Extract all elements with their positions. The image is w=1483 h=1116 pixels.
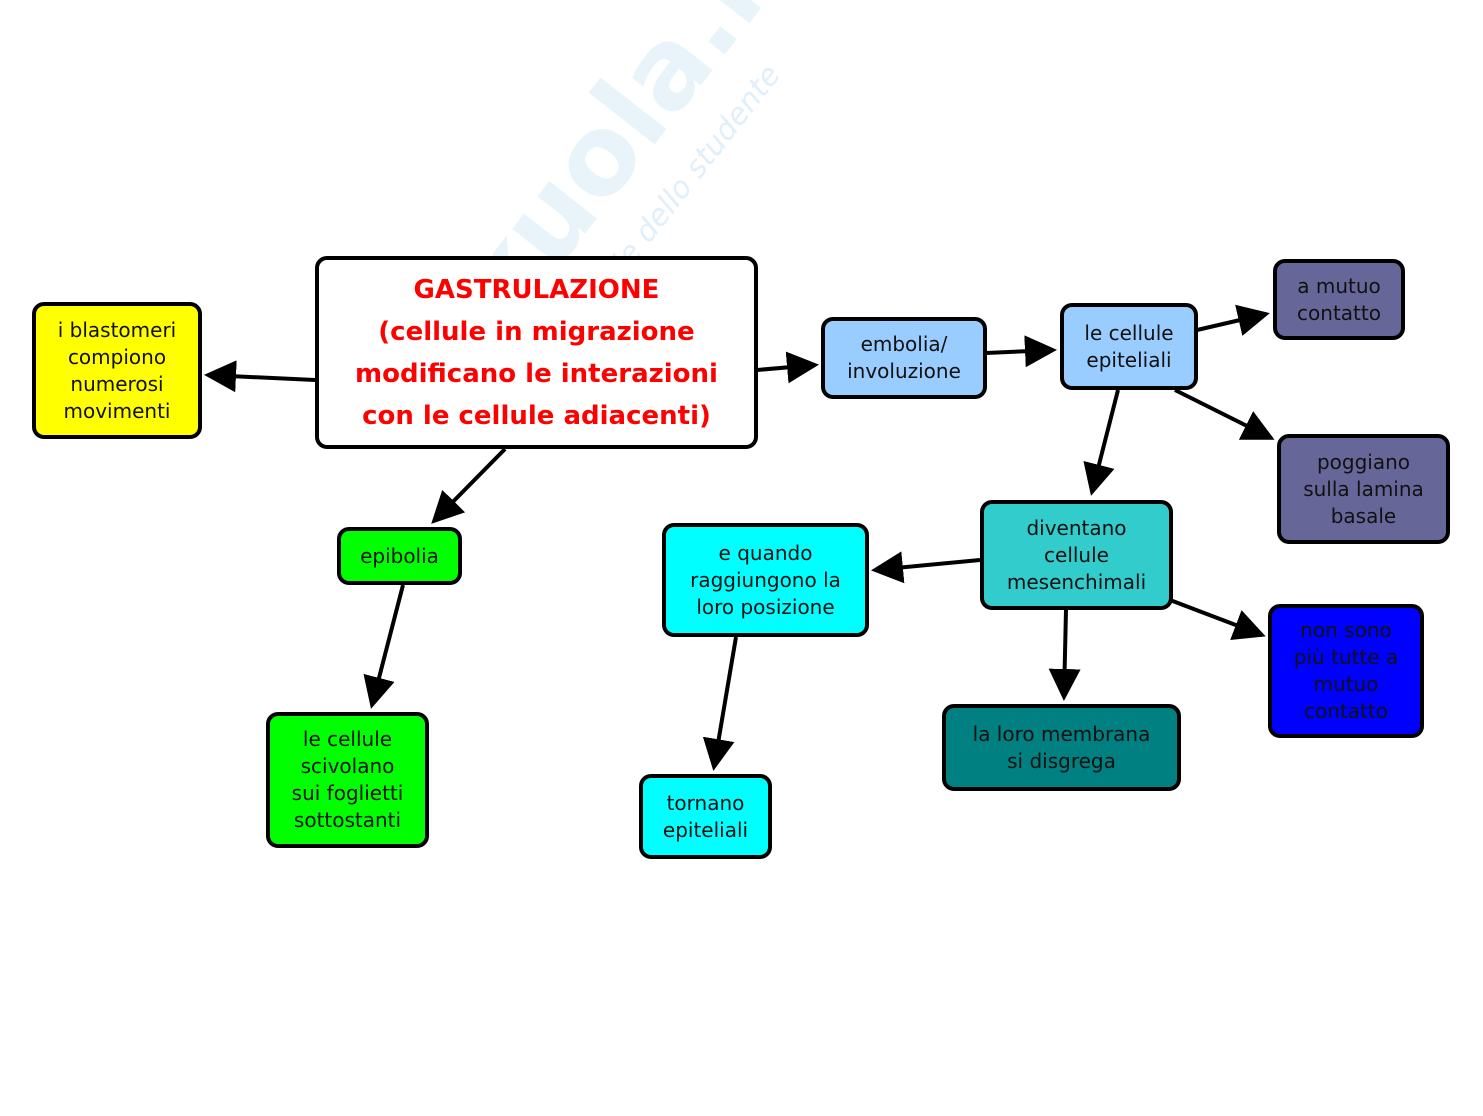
arrow-diventano-to-membrana xyxy=(1048,609,1081,701)
node-gastrulazione: GASTRULAZIONE (cellule in migrazione mod… xyxy=(315,256,758,449)
node-poggiano: poggiano sulla lamina basale xyxy=(1277,434,1450,544)
arrow-epiteliali-to-diventano xyxy=(1083,389,1120,496)
arrow-diventano-to-nonsono xyxy=(1169,598,1266,640)
node-cellule-epiteliali: le cellule epiteliali xyxy=(1060,303,1198,390)
arrow-main-to-embolia xyxy=(756,351,819,384)
arrow-epiteliali-to-mutuo xyxy=(1196,304,1270,336)
arrow-epibolia-to-scivolano xyxy=(363,584,405,709)
node-diventano-mesenchimali: diventano cellule mesenchimali xyxy=(980,500,1173,610)
node-embolia: embolia/ involuzione xyxy=(821,317,987,399)
node-epibolia: epibolia xyxy=(337,527,462,585)
node-non-sono: non sono più tutte a mutuo contatto xyxy=(1268,604,1424,738)
node-tornano-epiteliali: tornano epiteliali xyxy=(639,774,772,859)
node-scivolano: le cellule scivolano sui foglietti sotto… xyxy=(266,712,429,848)
arrow-embolia-to-epiteliali xyxy=(985,335,1057,368)
arrow-main-to-epibolia xyxy=(431,447,507,524)
arrow-main-to-blastomeri xyxy=(204,360,316,393)
arrow-diventano-to-equando xyxy=(871,551,981,584)
node-e-quando: e quando raggiungono la loro posizione xyxy=(662,523,869,637)
arrow-epiteliali-to-poggiano xyxy=(1174,388,1275,440)
node-blastomeri: i blastomeri compiono numerosi movimenti xyxy=(32,302,202,439)
node-membrana: la loro membrana si disgrega xyxy=(942,704,1181,791)
arrow-equando-to-tornano xyxy=(702,636,738,771)
node-mutuo-contatto: a mutuo contatto xyxy=(1273,259,1405,340)
